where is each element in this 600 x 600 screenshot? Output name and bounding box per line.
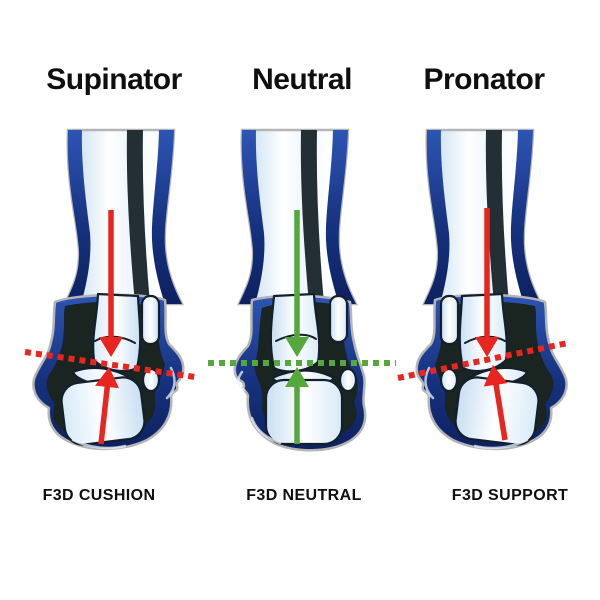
product-label-neutral: F3D NEUTRAL xyxy=(246,487,362,504)
ankle-illustration-neutral xyxy=(208,128,396,452)
lower-leg-art xyxy=(422,128,543,306)
product-label-support: F3D SUPPORT xyxy=(451,487,569,504)
upward-force-arrow xyxy=(492,377,508,441)
upward-force-arrow xyxy=(98,379,111,445)
ankle-illustration-pronator xyxy=(397,128,569,451)
subtalar-axis-line xyxy=(397,340,569,381)
ankle-illustration-supinator xyxy=(24,128,196,451)
subtalar-axis-line xyxy=(24,349,196,380)
lower-leg-art xyxy=(63,128,184,306)
panel-title-pronator: Pronator xyxy=(423,63,545,96)
panel-title-supinator: Supinator xyxy=(46,63,182,96)
panel-title-neutral: Neutral xyxy=(252,63,352,96)
product-label-cushion: F3D CUSHION xyxy=(42,487,156,504)
